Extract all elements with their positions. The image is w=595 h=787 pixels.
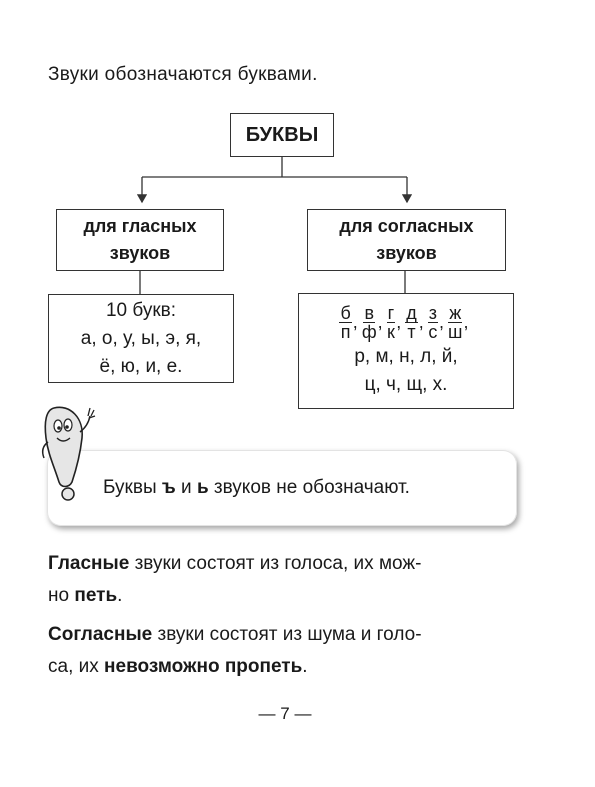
- intro-text: Звуки обозначаются буквами.: [48, 64, 318, 85]
- vowels-letters-line2: ё, ю, и, е.: [99, 355, 183, 377]
- note-text: Буквы ъ и ь звуков не обозначают.: [103, 477, 410, 498]
- vowels-label-line2: звуков: [109, 243, 171, 263]
- consonants-paragraph: Согласные звуки состоят из шума и голо- …: [48, 624, 422, 677]
- consonants-letters-line2: р, м, н, л, й,: [354, 345, 458, 367]
- consonants-label-line2: звуков: [376, 243, 437, 263]
- vowels-paragraph: Гласные звуки состоят из голоса, их мож-…: [48, 553, 422, 606]
- exclamation-mascot-icon: [41, 406, 96, 501]
- vowels-category-box: для гласных звуков: [56, 209, 224, 271]
- vowels-letters-line1: а, о, у, ы, э, я,: [80, 327, 202, 349]
- diagram-title-box: БУКВЫ: [230, 113, 334, 157]
- vowels-count: 10 букв:: [105, 299, 177, 321]
- consonants-label-line1: для согласных: [339, 216, 474, 236]
- consonants-category-box: для согласных звуков: [307, 209, 506, 271]
- vowels-list-box: 10 букв: а, о, у, ы, э, я, ё, ю, и, е.: [48, 294, 234, 383]
- diagram-title: БУКВЫ: [245, 123, 319, 146]
- note-callout: [47, 450, 517, 526]
- hard-sign-letter: ъ: [161, 477, 176, 498]
- page-number: — 7 —: [258, 704, 312, 723]
- consonants-letters-line3: ц, ч, щ, х.: [364, 373, 448, 395]
- vowels-label-line1: для гласных: [83, 216, 197, 236]
- soft-sign-letter: ь: [196, 477, 209, 498]
